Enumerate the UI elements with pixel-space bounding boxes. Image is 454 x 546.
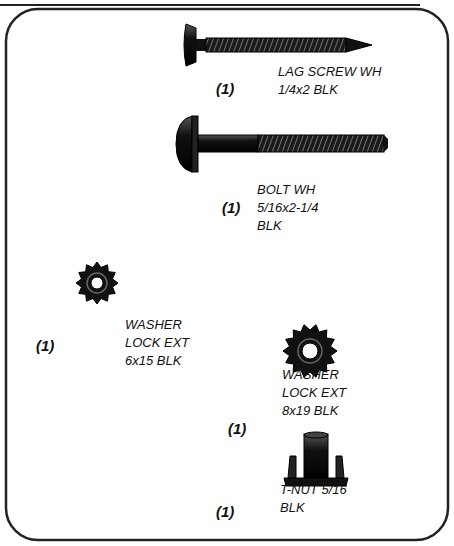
panel-border bbox=[6, 9, 448, 540]
quantity-label: (1) bbox=[216, 503, 256, 521]
washer-hole bbox=[91, 277, 103, 289]
quantity-label: (1) bbox=[216, 80, 256, 98]
washer-ring bbox=[87, 273, 107, 293]
bolt bbox=[176, 116, 388, 172]
top-rule bbox=[0, 4, 420, 6]
part-name: LAG SCREW WH 1/4x2 BLK bbox=[278, 63, 398, 99]
washer-hole bbox=[302, 343, 318, 359]
quantity-label: (1) bbox=[228, 420, 268, 438]
part-name: WASHER LOCK EXT 6x15 BLK bbox=[125, 316, 205, 370]
part-name: BOLT WH 5/16x2-1/4 BLK bbox=[257, 181, 339, 235]
quantity-label: (1) bbox=[36, 337, 76, 355]
part-name: T-NUT 5/16 BLK bbox=[280, 481, 360, 517]
lag-screw bbox=[184, 24, 372, 66]
washer-ring bbox=[298, 339, 322, 363]
washer-teeth bbox=[76, 262, 118, 304]
part-name: WASHER LOCK EXT 8x19 BLK bbox=[282, 366, 362, 420]
lock-washer-small bbox=[76, 262, 118, 304]
quantity-label: (1) bbox=[222, 199, 262, 217]
t-nut bbox=[284, 432, 348, 486]
